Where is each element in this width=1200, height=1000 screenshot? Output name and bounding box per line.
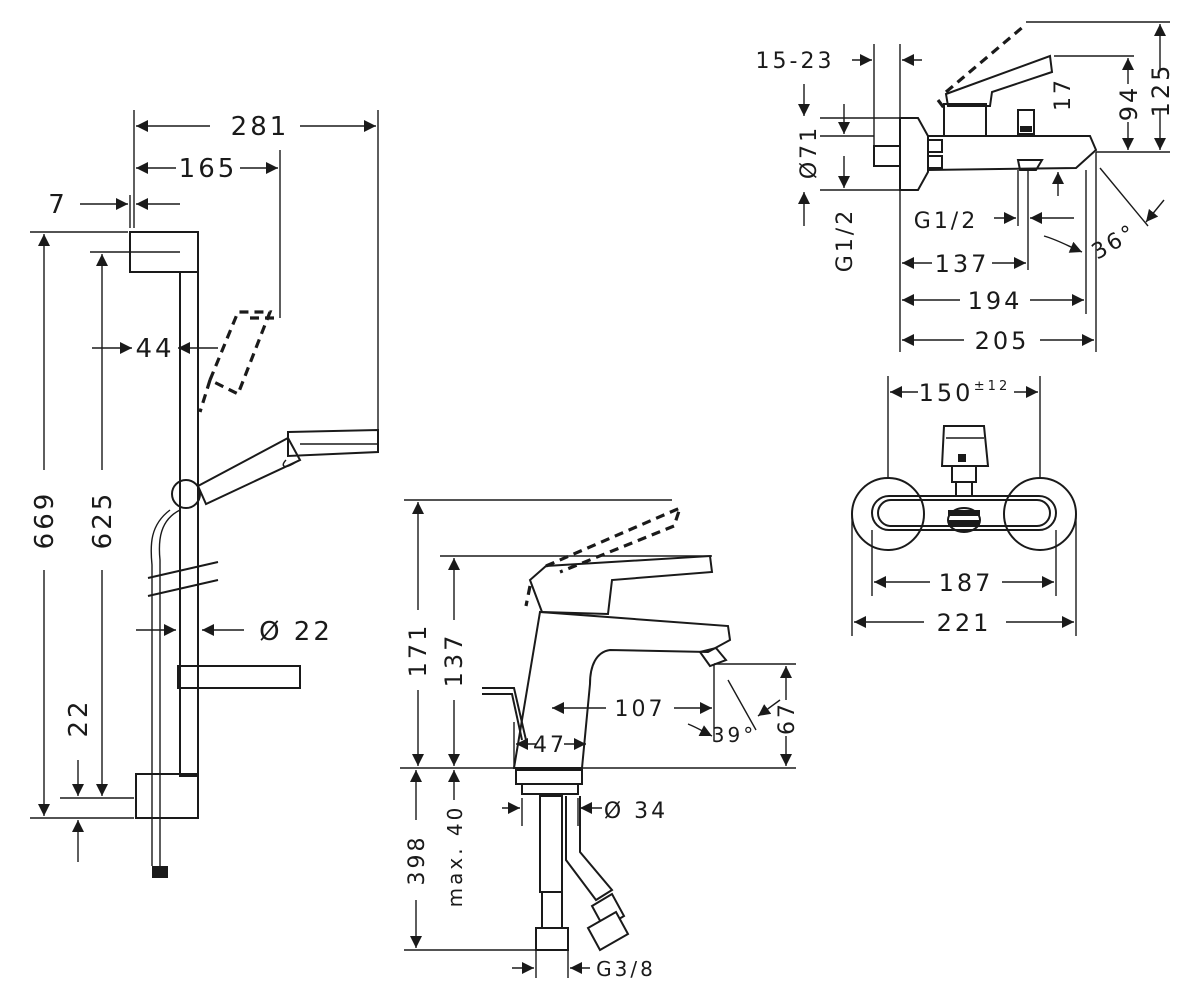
shower-hose <box>150 509 181 866</box>
escutcheon <box>899 117 929 191</box>
bottom-bracket <box>135 773 199 819</box>
dim-137-basin: 137 <box>440 633 468 688</box>
shower-rail <box>179 271 199 777</box>
mixer-body <box>512 610 732 769</box>
dim-137-bath: 137 <box>935 250 990 278</box>
bath-mixer-body <box>927 135 1098 172</box>
mixer-base <box>515 769 583 785</box>
dim-diameter-71: Ø71 <box>797 125 822 179</box>
dim-g12-diverter: G1/2 <box>914 209 978 234</box>
dim-125: 125 <box>1147 63 1175 118</box>
dim-150-tolerance: ±12 <box>974 379 1010 394</box>
bath-lever <box>944 54 1054 107</box>
hose-nut-2 <box>586 910 630 952</box>
shower-alt-position <box>198 310 273 413</box>
bath-mixer-side-view: 15-23 125 94 17 Ø71 G1/2 G1/2 36° 137 <box>756 21 1175 355</box>
shower-arm <box>196 436 302 506</box>
dim-625: 625 <box>88 491 118 550</box>
eccentric-left <box>851 477 925 551</box>
dim-669: 669 <box>30 491 60 550</box>
bath-mixer-front-view: 150 ±12 187 221 <box>851 376 1077 637</box>
diverter-knob <box>1017 109 1035 135</box>
break-lines <box>147 561 219 597</box>
dim-39-deg: 39° <box>712 723 756 747</box>
dim-281: 281 <box>231 112 290 142</box>
dim-g38: G3/8 <box>596 957 656 981</box>
supply-hose-2 <box>565 796 614 902</box>
bath-lever-alt <box>936 24 1026 109</box>
lever-alt-position <box>524 505 683 607</box>
slider-knob <box>171 479 201 509</box>
dim-150: 150 <box>919 379 974 407</box>
supply-hose-1 <box>539 795 563 893</box>
dim-44: 44 <box>135 334 174 364</box>
dim-194: 194 <box>968 287 1023 315</box>
dim-g12-wall: G1/2 <box>833 208 858 272</box>
dim-22-bottom: 22 <box>64 698 94 737</box>
dim-diameter-22: Ø 22 <box>259 617 333 647</box>
basin-mixer-view: 171 137 107 47 39° 67 Ø 34 398 max. 40 <box>400 499 800 981</box>
dim-107: 107 <box>615 697 666 722</box>
eccentric-right <box>1003 477 1077 551</box>
mixer-lever <box>528 554 714 616</box>
dim-17: 17 <box>1051 77 1076 111</box>
dim-94: 94 <box>1115 85 1143 122</box>
popup-rod <box>482 687 527 741</box>
wall-connector <box>873 145 901 167</box>
dim-398: 398 <box>405 835 430 886</box>
dim-max-40: max. 40 <box>443 805 467 908</box>
dim-205: 205 <box>975 327 1030 355</box>
dim-15-23: 15-23 <box>756 49 835 74</box>
dim-165: 165 <box>179 154 238 184</box>
dim-221: 221 <box>937 609 992 637</box>
hose-nut-1 <box>535 927 569 951</box>
dim-47: 47 <box>533 733 567 758</box>
hose-connector <box>152 866 168 878</box>
lever-column <box>943 103 987 137</box>
soap-shelf <box>177 665 301 689</box>
dim-67: 67 <box>775 701 800 735</box>
shower-set-view: 281 165 7 44 669 625 Ø 22 22 <box>30 110 379 878</box>
dim-diameter-34: Ø 34 <box>604 799 668 824</box>
hand-shower-head <box>287 428 379 458</box>
dim-187: 187 <box>939 569 994 597</box>
dim-171: 171 <box>404 623 432 678</box>
dim-7: 7 <box>48 190 68 220</box>
